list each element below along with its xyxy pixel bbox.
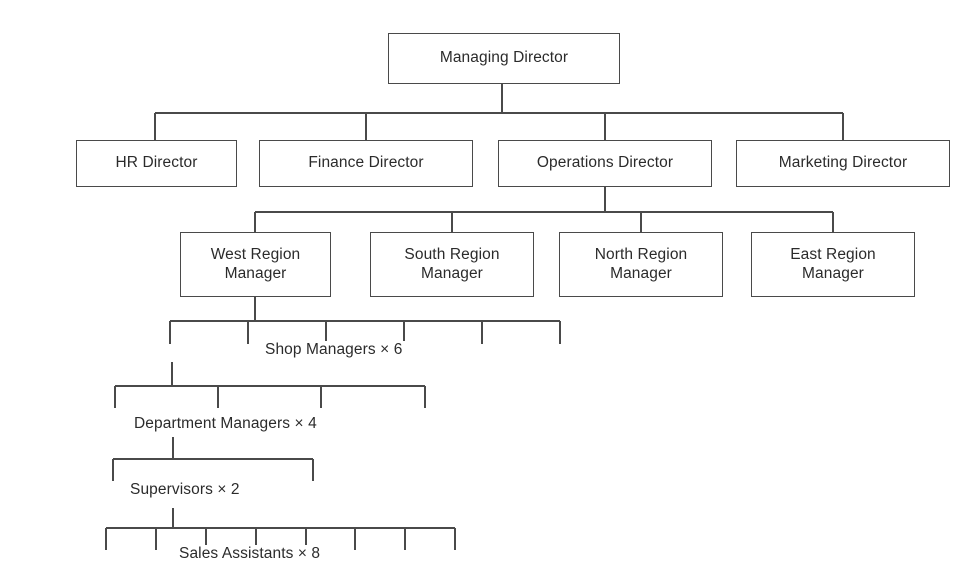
- tier-label-shop-managers: Shop Managers × 6: [262, 341, 406, 359]
- node-marketing-director[interactable]: Marketing Director: [736, 140, 950, 187]
- tier-label-sales-assistants: Sales Assistants × 8: [176, 545, 324, 563]
- node-east-region-manager[interactable]: East Region Manager: [751, 232, 915, 297]
- node-north-region-manager[interactable]: North Region Manager: [559, 232, 723, 297]
- node-managing-director[interactable]: Managing Director: [388, 33, 620, 84]
- node-operations-director[interactable]: Operations Director: [498, 140, 712, 187]
- node-south-region-manager[interactable]: South Region Manager: [370, 232, 534, 297]
- node-west-region-manager[interactable]: West Region Manager: [180, 232, 331, 297]
- node-finance-director[interactable]: Finance Director: [259, 140, 473, 187]
- node-hr-director[interactable]: HR Director: [76, 140, 237, 187]
- tier-label-supervisors: Supervisors × 2: [127, 481, 243, 499]
- tier-label-department-managers: Department Managers × 4: [131, 415, 320, 433]
